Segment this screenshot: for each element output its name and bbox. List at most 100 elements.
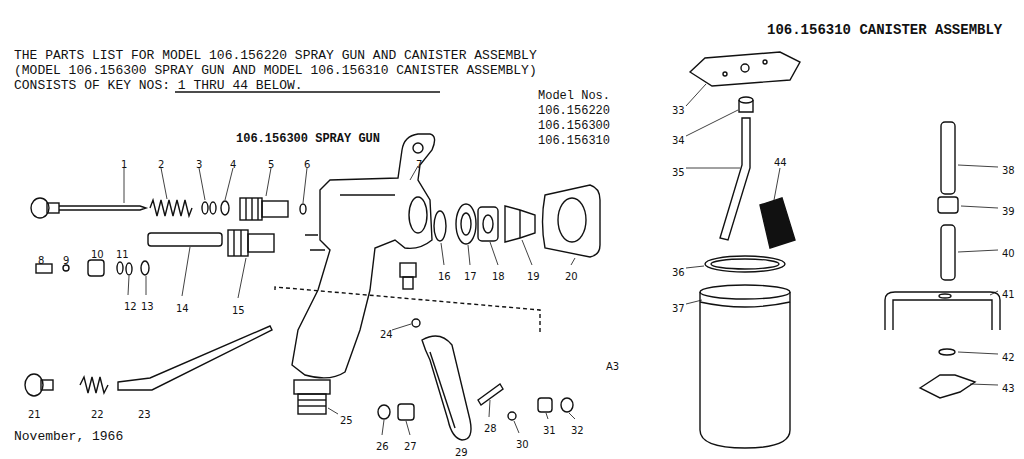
air-cap-part [543, 185, 601, 257]
callout-number: 11 [116, 249, 129, 260]
callout-number: 16 [438, 271, 451, 282]
fitting-part [294, 380, 330, 414]
filter-part [760, 198, 795, 248]
ring-part [126, 263, 132, 275]
callout-number: 25 [340, 415, 353, 426]
callout-number: 38 [1002, 165, 1015, 176]
parts-note: THE PARTS LIST FOR MODEL 106.156220 SPRA… [14, 48, 537, 63]
callout-number: 6 [304, 159, 310, 170]
gun-body [292, 134, 435, 378]
tube-part [941, 122, 955, 194]
ring-part [412, 319, 420, 327]
knob-part [25, 374, 53, 396]
callout-number: 12 [124, 301, 137, 312]
ring-part [221, 201, 229, 215]
parts-note: (MODEL 106.156300 SPRAY GUN AND MODEL 10… [14, 63, 537, 78]
ring-part [456, 204, 476, 244]
callout-number: 1 [121, 159, 127, 170]
date-note: November, 1966 [14, 429, 123, 444]
ring-part [117, 262, 123, 274]
callout-number: 41 [1002, 289, 1015, 300]
callout-number: 15 [232, 305, 245, 316]
callout-number: 37 [672, 303, 685, 314]
callout-number: 36 [672, 267, 685, 278]
callout-number: 35 [672, 167, 685, 178]
callout-number: 39 [1002, 206, 1015, 217]
callout-number: 29 [455, 447, 468, 458]
callout-number: 44 [774, 157, 787, 168]
nut-part [538, 398, 552, 412]
callout-number: 26 [376, 441, 389, 452]
trigger-part [422, 336, 471, 440]
callout-number: 34 [672, 135, 685, 146]
callout-number: 23 [138, 409, 151, 420]
callout-number: 3 [196, 159, 202, 170]
tube-part [941, 225, 955, 280]
assembly-title: 106.156310 CANISTER ASSEMBLY [767, 22, 1002, 38]
callout-number: 27 [404, 441, 417, 452]
ring-part [210, 202, 216, 214]
model-number: 106.156300 [538, 119, 610, 133]
ring-part [434, 211, 446, 241]
cap-part [561, 398, 573, 412]
spring-part [150, 200, 192, 216]
callout-number: 32 [571, 425, 584, 436]
callout-number: A3 [606, 361, 619, 372]
callout-number: 20 [565, 271, 578, 282]
callout-number: 2 [158, 159, 164, 170]
nut-part [478, 207, 498, 241]
callout-number: 40 [1002, 248, 1015, 259]
gasket-part [711, 259, 779, 269]
nut-part [240, 198, 288, 220]
callout-number: 33 [672, 105, 685, 116]
callout-number: 42 [1002, 352, 1015, 363]
parts-note: CONSISTS OF KEY NOS: 1 THRU 44 BELOW. [14, 78, 303, 93]
washer-part [141, 261, 149, 275]
valve-part [400, 263, 416, 289]
ring-part [202, 202, 208, 214]
needle-part [31, 198, 146, 218]
washer-part [939, 349, 955, 355]
yoke-part [885, 292, 1000, 330]
callout-number: 18 [492, 271, 505, 282]
callout-number: 19 [527, 271, 540, 282]
canister-cover [690, 52, 800, 86]
callout-number: 24 [380, 329, 393, 340]
leader-lines [124, 166, 575, 435]
wing-nut-part [920, 375, 975, 398]
ring-part [508, 412, 516, 420]
callout-number: 30 [516, 439, 529, 450]
fitting-part [228, 230, 274, 256]
callout-number: 5 [268, 159, 274, 170]
ring-part [378, 405, 390, 419]
callout-number: 22 [91, 409, 104, 420]
ring-part [300, 204, 306, 214]
nut-part [398, 404, 414, 420]
callout-number: 13 [141, 301, 154, 312]
callout-number: 31 [543, 425, 556, 436]
needle-part [118, 326, 272, 390]
model-number: 106.156220 [538, 104, 610, 118]
siphon-tube [720, 118, 750, 240]
callout-number: 17 [464, 271, 477, 282]
callout-number: 10 [91, 249, 104, 260]
model-heading: Model Nos. [538, 89, 610, 103]
bushing-part [739, 97, 753, 112]
callout-number: 43 [1002, 383, 1015, 394]
callout-number: 14 [176, 303, 189, 314]
nut-part [938, 197, 958, 213]
assembly-title: 106.156300 SPRAY GUN [236, 132, 380, 146]
pin-part [478, 384, 503, 405]
model-number: 106.156310 [538, 134, 610, 148]
callout-number: 8 [38, 255, 44, 266]
callout-number: 7 [416, 159, 422, 170]
nozzle-part [505, 206, 535, 242]
bracket-line [275, 287, 540, 335]
callout-number: 21 [28, 409, 41, 420]
callout-number: 4 [230, 159, 236, 170]
spring-part [80, 377, 108, 393]
gasket-part [705, 256, 785, 272]
tube-part [148, 233, 222, 246]
canister-jar [700, 285, 790, 448]
trigger-part [430, 352, 455, 428]
